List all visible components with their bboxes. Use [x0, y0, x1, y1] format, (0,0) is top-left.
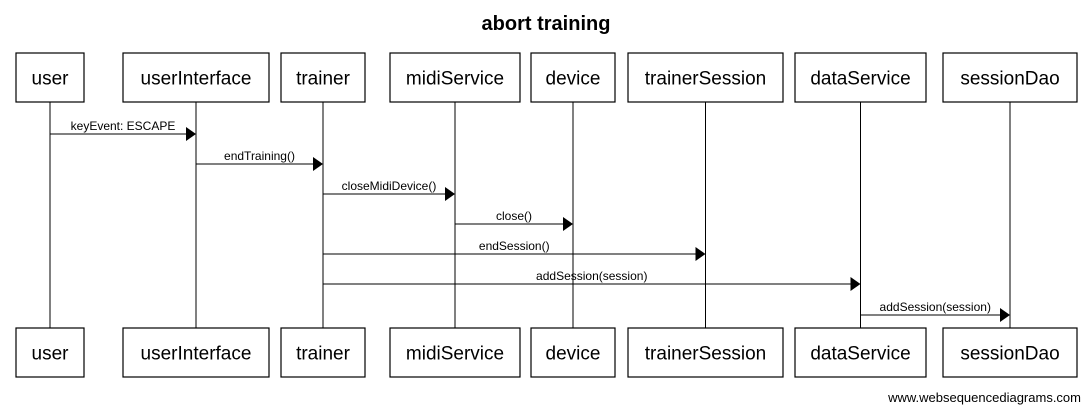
participant-box: [794, 327, 927, 378]
participant-top-sessionDao: sessionDao: [942, 52, 1078, 103]
message-5: endSession(): [323, 239, 706, 261]
participant-box: [627, 52, 784, 103]
participant-box: [942, 52, 1078, 103]
message-2: endTraining(): [196, 149, 323, 171]
participant-box: [530, 52, 616, 103]
participant-label: dataService: [810, 69, 910, 90]
participant-label: trainer: [296, 344, 351, 365]
participant-label: userInterface: [141, 344, 252, 365]
message-label: closeMidiDevice(): [342, 179, 437, 193]
participant-top-user: user: [15, 52, 85, 103]
message-6: addSession(session): [323, 269, 861, 291]
participant-label: midiService: [406, 344, 504, 365]
participant-bottom-trainerSession: trainerSession: [627, 327, 784, 378]
participant-top-device: device: [530, 52, 616, 103]
arrowhead: [313, 157, 323, 171]
message-label: addSession(session): [880, 300, 991, 314]
participant-bottom-sessionDao: sessionDao: [942, 327, 1078, 378]
participant-box: [280, 52, 366, 103]
message-7: addSession(session): [860, 300, 1010, 322]
messages: keyEvent: ESCAPE endTraining() closeMidiDe…: [50, 119, 1010, 322]
arrowhead: [445, 187, 455, 201]
arrowhead: [563, 217, 573, 231]
message-label: endSession(): [479, 239, 550, 253]
participant-bottom-user: user: [15, 327, 85, 378]
message-label: endTraining(): [224, 149, 295, 163]
participant-box: [530, 327, 616, 378]
participant-top-trainerSession: trainerSession: [627, 52, 784, 103]
participant-box: [122, 52, 270, 103]
message-4: close(): [455, 209, 573, 231]
participant-label: userInterface: [141, 69, 252, 90]
participant-label: user: [32, 69, 70, 90]
participant-box: [389, 327, 521, 378]
participant-top-midiService: midiService: [389, 52, 521, 103]
participant-box: [627, 327, 784, 378]
participant-box: [389, 52, 521, 103]
arrowhead: [1000, 308, 1010, 322]
arrowhead: [850, 277, 861, 291]
participant-bottom-trainer: trainer: [280, 327, 366, 378]
participant-top-dataService: dataService: [794, 52, 927, 103]
arrowhead: [695, 247, 706, 261]
message-label: addSession(session): [536, 269, 647, 283]
arrowhead: [186, 127, 196, 141]
participant-label: device: [546, 344, 601, 365]
participant-label: midiService: [406, 69, 504, 90]
participant-box: [15, 327, 85, 378]
message-label: keyEvent: ESCAPE: [71, 119, 176, 133]
participant-label: sessionDao: [960, 69, 1059, 90]
participant-bottom-userInterface: userInterface: [122, 327, 270, 378]
message-label: close(): [496, 209, 532, 223]
participants-top: user userInterface trainer midiService devic…: [15, 52, 1078, 103]
diagram-title: abort training: [482, 13, 611, 35]
participant-label: dataService: [810, 344, 910, 365]
participant-label: trainerSession: [645, 344, 766, 365]
participants-bottom: user userInterface trainer midiService devic…: [15, 327, 1078, 378]
participant-label: device: [546, 69, 601, 90]
participant-top-userInterface: userInterface: [122, 52, 270, 103]
participant-label: user: [32, 344, 70, 365]
participant-top-trainer: trainer: [280, 52, 366, 103]
participant-box: [794, 52, 927, 103]
participant-bottom-dataService: dataService: [794, 327, 927, 378]
participant-box: [15, 52, 85, 103]
participant-label: trainerSession: [645, 69, 766, 90]
participant-bottom-midiService: midiService: [389, 327, 521, 378]
participant-label: sessionDao: [960, 344, 1059, 365]
lifelines: [49, 102, 1011, 328]
participant-box: [122, 327, 270, 378]
participant-box: [942, 327, 1078, 378]
participant-label: trainer: [296, 69, 351, 90]
watermark: www.websequencediagrams.com: [887, 390, 1081, 405]
participant-bottom-device: device: [530, 327, 616, 378]
message-3: closeMidiDevice(): [323, 179, 455, 201]
participant-box: [280, 327, 366, 378]
message-1: keyEvent: ESCAPE: [50, 119, 196, 141]
